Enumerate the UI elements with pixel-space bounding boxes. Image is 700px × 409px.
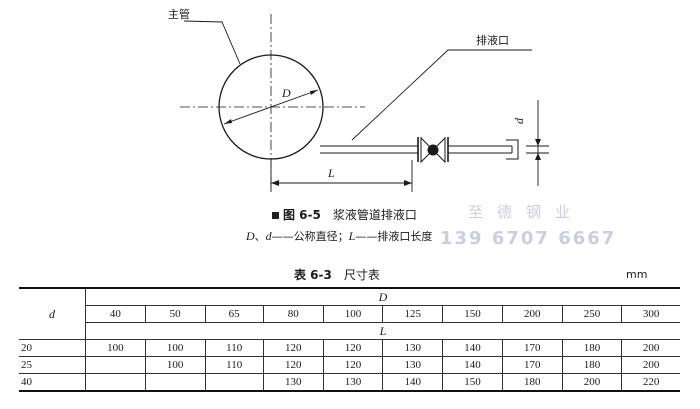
main-pipe-label: 主管 (168, 7, 190, 21)
D-value-cell: 100 (322, 305, 384, 323)
figure-legend: D、d——公称直径；L——排液口长度 (246, 228, 432, 244)
valve-left-half (420, 136, 434, 164)
watermark-phone: 139 6707 6667 (440, 228, 617, 249)
legend-length-text: ——排液口长度 (355, 230, 433, 243)
legend-diameter-text: ——公称直径； (271, 230, 349, 243)
L-value-cell: 130 (382, 339, 444, 357)
L-value-cell: 200 (561, 373, 623, 392)
D-value-cell: 250 (561, 305, 623, 323)
table-unit: mm (626, 268, 648, 281)
legend-D: D (246, 229, 255, 243)
D-label: D (281, 86, 291, 100)
caption-bullet (272, 212, 279, 219)
L-value-cell: 200 (621, 356, 680, 374)
table-title: 尺寸表 (343, 268, 380, 282)
watermark-company: 至德钢业 (468, 203, 585, 221)
drain-port-diagram: 主管 排液口 D L d (168, 7, 549, 192)
figure-caption: 图 6-5 浆液管道排液口 (272, 206, 417, 223)
D-value-cell: 50 (144, 305, 206, 323)
figure-number: 图 6-5 (283, 208, 321, 222)
L-value-cell: 150 (442, 373, 503, 392)
row-d-value: 25 (19, 356, 86, 374)
L-value-cell: 130 (382, 356, 444, 374)
drain-port-leader (351, 49, 532, 141)
L-value-cell: 110 (204, 339, 264, 357)
sub-header-L: L (85, 322, 680, 340)
L-value-cell: 140 (442, 356, 503, 374)
L-value-cell: 120 (262, 339, 324, 357)
valve-ball (427, 144, 439, 156)
d-label: d (512, 117, 526, 124)
drain-port-label: 排液口 (476, 33, 509, 47)
L-value-cell: 120 (322, 339, 384, 357)
D-value-cell: 200 (501, 305, 563, 323)
D-value-cell: 300 (621, 305, 680, 323)
table-number: 表 6-3 (294, 268, 332, 282)
D-value-cell: 65 (204, 305, 264, 323)
L-label: L (327, 166, 335, 180)
L-value-cell: 120 (322, 356, 384, 374)
L-value-cell: 100 (144, 339, 206, 357)
table-caption: 表 6-3 尺寸表 (294, 266, 380, 283)
legend-L: L (348, 229, 356, 243)
row-d-value: 20 (19, 339, 86, 357)
legend-separator: 、 (254, 230, 266, 243)
L-value-cell (85, 356, 146, 374)
L-value-cell: 140 (382, 373, 444, 392)
L-value-cell: 100 (144, 356, 206, 374)
L-value-cell: 120 (262, 356, 324, 374)
L-value-cell (85, 373, 146, 392)
L-value-cell: 180 (561, 356, 623, 374)
L-value-cell: 140 (442, 339, 503, 357)
L-value-cell: 170 (501, 339, 563, 357)
figure-title: 浆液管道排液口 (332, 208, 417, 222)
outlet-cap (506, 139, 519, 160)
row-d-value: 40 (19, 373, 86, 392)
L-value-cell: 220 (621, 373, 680, 392)
L-value-cell: 130 (322, 373, 384, 392)
L-value-cell (204, 373, 264, 392)
L-value-cell: 200 (621, 339, 680, 357)
L-value-cell: 100 (85, 339, 146, 357)
D-value-cell: 80 (262, 305, 324, 323)
diameter-line (223, 89, 319, 125)
L-value-cell (144, 373, 206, 392)
L-value-cell: 130 (262, 373, 324, 392)
L-value-cell: 110 (204, 356, 264, 374)
D-value-cell: 40 (85, 305, 146, 323)
row-header-d: d (19, 287, 86, 340)
L-value-cell: 170 (501, 356, 563, 374)
L-value-cell: 180 (561, 339, 623, 357)
col-group-header-D: D (85, 287, 680, 306)
D-value-cell: 125 (382, 305, 444, 323)
L-value-cell: 180 (501, 373, 563, 392)
legend-d: d (265, 229, 272, 243)
main-pipe-leader (183, 20, 241, 65)
D-value-cell: 150 (442, 305, 503, 323)
